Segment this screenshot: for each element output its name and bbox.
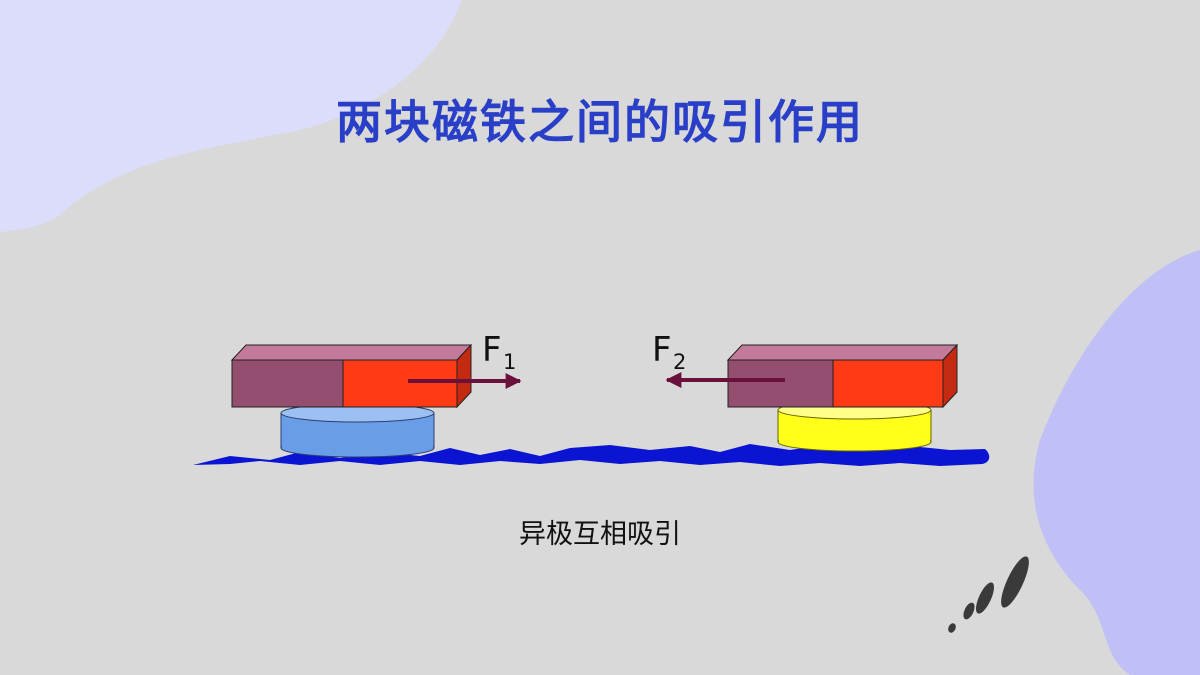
- diagram-caption: 异极互相吸引: [519, 519, 681, 550]
- force-label-f1: F: [482, 330, 502, 370]
- force-label-f2: F: [652, 330, 672, 370]
- right-magnet-pole-red: [832, 359, 944, 408]
- top-left-blob: [0, 0, 462, 232]
- left-magnet-pole-red: [342, 359, 458, 408]
- force-subscript-f1: 1: [503, 350, 516, 374]
- force-subscript-f2: 2: [673, 350, 686, 374]
- left-magnet-top: [230, 344, 473, 361]
- right-magnet: [726, 343, 959, 409]
- right-magnet-pole-purple: [727, 359, 834, 408]
- left-float: [280, 403, 435, 458]
- left-magnet-pole-purple: [231, 359, 344, 408]
- slide-title: 两块磁铁之间的吸引作用: [336, 95, 864, 149]
- left-magnet: [230, 343, 473, 409]
- water-surface: [193, 444, 990, 466]
- right-blob: [1033, 250, 1200, 675]
- decorative-strokes: [948, 556, 1029, 633]
- right-float: [777, 400, 932, 452]
- right-magnet-top: [726, 344, 959, 361]
